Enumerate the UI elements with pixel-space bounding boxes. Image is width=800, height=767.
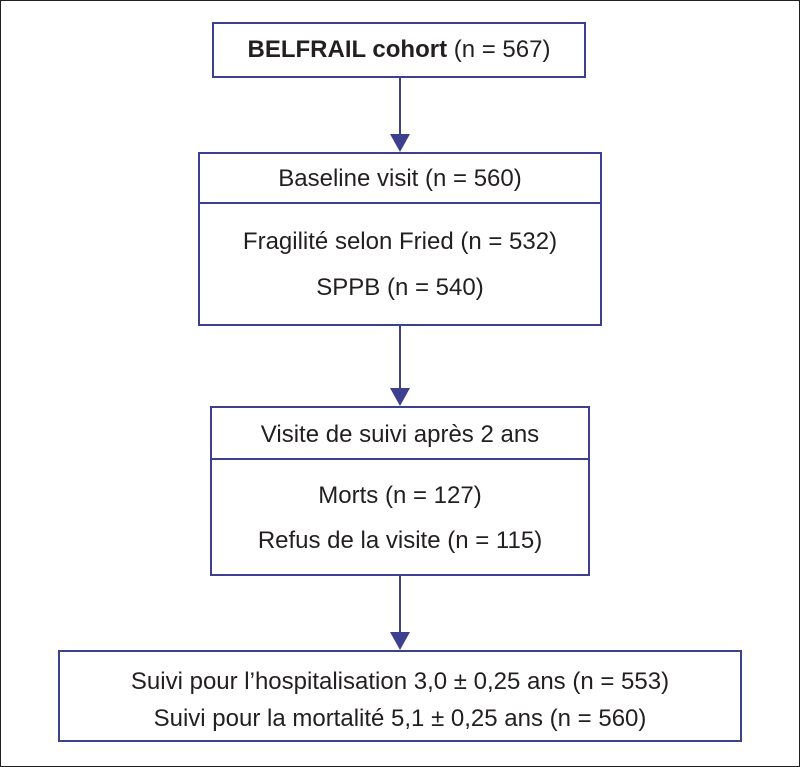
cohort-count: (n = 567) — [447, 36, 551, 63]
baseline-frailty-line: Fragilité selon Fried (n = 532) — [242, 228, 558, 255]
hospitalisation-followup-line: Suivi pour l’hospitalisation 3,0 ± 0,25 … — [130, 668, 670, 695]
baseline-sppb-line: SPPB (n = 540) — [316, 274, 484, 301]
followup-deaths-line: Morts (n = 127) — [318, 482, 482, 509]
cohort-label: BELFRAIL cohort (n = 567) — [214, 36, 584, 64]
arrow-cohort-to-baseline — [390, 78, 410, 152]
arrow-baseline-to-followup — [390, 326, 410, 406]
arrow-followup-to-suivi — [390, 576, 410, 650]
outcome-followup-box: Suivi pour l’hospitalisation 3,0 ± 0,25 … — [58, 650, 742, 742]
followup-title: Visite de suivi après 2 ans — [260, 421, 540, 448]
followup-box: Visite de suivi après 2 ans Morts (n = 1… — [210, 406, 590, 576]
cohort-box: BELFRAIL cohort (n = 567) — [212, 22, 586, 78]
baseline-divider — [200, 202, 600, 204]
followup-refusal-line: Refus de la visite (n = 115) — [257, 527, 543, 554]
mortality-followup-line: Suivi pour la mortalité 5,1 ± 0,25 ans (… — [153, 705, 647, 732]
baseline-title: Baseline visit (n = 560) — [278, 165, 522, 192]
baseline-box: Baseline visit (n = 560) Fragilité selon… — [198, 152, 602, 326]
followup-divider — [212, 458, 588, 460]
cohort-name: BELFRAIL cohort — [247, 36, 448, 63]
